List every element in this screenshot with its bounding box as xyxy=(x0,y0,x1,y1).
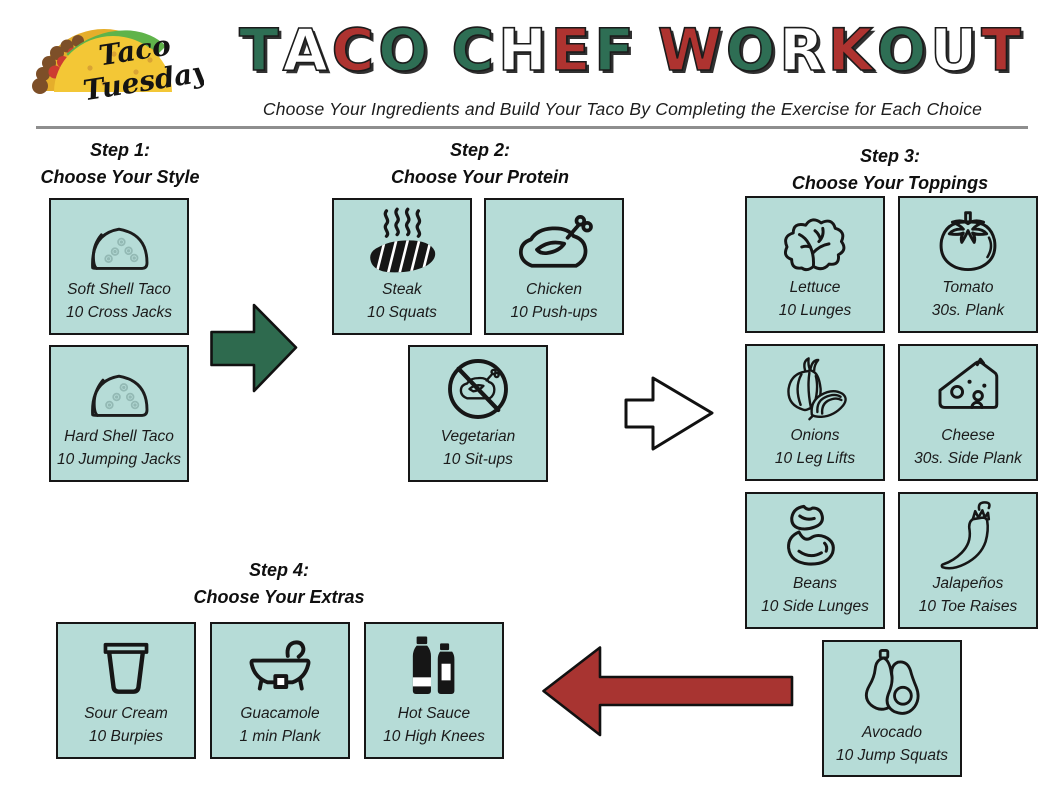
card-exercise-label: 10 Push-ups xyxy=(510,303,598,321)
card-tomato: Tomato 30s. Plank xyxy=(898,196,1038,333)
card-item-label: Vegetarian xyxy=(440,428,516,445)
card-avocado: Avocado 10 Jump Squats xyxy=(822,640,962,777)
card-beans: Beans 10 Side Lunges xyxy=(745,492,885,629)
card-exercise-label: 10 Sit-ups xyxy=(443,450,513,468)
card-exercise-label: 30s. Side Plank xyxy=(914,449,1022,467)
step4-name: Choose Your Extras xyxy=(193,587,365,607)
title-letter: O xyxy=(377,15,428,85)
title-letter: O xyxy=(876,15,927,85)
step2-label: Step 2: xyxy=(449,140,510,160)
lettuce-icon xyxy=(772,198,858,277)
taco-tuesday-logo: Taco Tuesday xyxy=(18,6,212,108)
title-letter: R xyxy=(778,15,824,85)
card-sour-cream: Sour Cream 10 Burpies xyxy=(56,622,196,759)
chicken-icon xyxy=(508,200,600,279)
card-exercise-label: 10 Lunges xyxy=(778,301,852,319)
step3-header: Step 3: Choose Your Toppings xyxy=(780,143,1000,197)
card-exercise-label: 10 High Knees xyxy=(383,727,485,745)
title-letter: E xyxy=(550,15,591,85)
guacamole-icon xyxy=(237,624,323,703)
card-item-label: Soft Shell Taco xyxy=(67,281,171,298)
card-item-label: Steak xyxy=(382,281,422,298)
title-letter: O xyxy=(725,15,776,85)
card-exercise-label: 10 Burpies xyxy=(88,727,164,745)
step2-name: Choose Your Protein xyxy=(390,167,570,187)
step3-name: Choose Your Toppings xyxy=(791,173,989,193)
title-letter: W xyxy=(657,15,723,85)
card-exercise-label: 10 Toe Raises xyxy=(918,597,1018,615)
card-exercise-label: 10 Squats xyxy=(367,303,437,321)
card-exercise-label: 1 min Plank xyxy=(239,727,321,745)
card-item-label: Avocado xyxy=(861,724,923,741)
header-divider xyxy=(36,126,1028,129)
card-item-label: Tomato xyxy=(942,279,994,296)
green-arrow-right-icon xyxy=(210,303,298,398)
card-exercise-label: 10 Side Lunges xyxy=(761,597,869,615)
jalapeno-icon xyxy=(928,494,1008,573)
no-meat-icon xyxy=(439,347,517,426)
tomato-icon xyxy=(924,198,1012,277)
steak-icon xyxy=(356,200,448,279)
step4-label: Step 4: xyxy=(248,560,309,580)
sour-cream-icon xyxy=(88,624,164,703)
title-letter: A xyxy=(282,15,328,85)
hard-shell-taco-icon xyxy=(75,347,163,426)
card-item-label: Lettuce xyxy=(789,279,841,296)
avocado-icon xyxy=(850,642,934,722)
card-onions: Onions 10 Leg Lifts xyxy=(745,344,885,481)
card-hard-shell-taco: Hard Shell Taco 10 Jumping Jacks xyxy=(49,345,189,482)
title-space xyxy=(432,6,448,94)
card-exercise-label: 10 Leg Lifts xyxy=(774,449,856,467)
card-exercise-label: 10 Jumping Jacks xyxy=(56,450,182,468)
card-chicken: Chicken 10 Push-ups xyxy=(484,198,624,335)
red-arrow-left-icon xyxy=(542,646,794,742)
cheese-icon xyxy=(925,346,1011,425)
card-item-label: Beans xyxy=(793,575,837,592)
beans-icon xyxy=(773,494,857,573)
card-item-label: Hot Sauce xyxy=(397,705,471,722)
card-item-label: Guacamole xyxy=(240,705,320,722)
step2-header: Step 2: Choose Your Protein xyxy=(370,137,590,191)
white-arrow-right-icon xyxy=(624,369,714,463)
step4-header: Step 4: Choose Your Extras xyxy=(169,557,389,611)
taco-logo-icon: Taco Tuesday xyxy=(32,29,212,107)
title-letter: H xyxy=(497,15,547,85)
card-soft-shell-taco: Soft Shell Taco 10 Cross Jacks xyxy=(49,198,189,335)
card-cheese: Cheese 30s. Side Plank xyxy=(898,344,1038,481)
soft-shell-taco-icon xyxy=(75,200,163,279)
title-letter: U xyxy=(929,15,978,85)
card-item-label: Hard Shell Taco xyxy=(64,428,174,445)
step1-name: Choose Your Style xyxy=(40,167,200,187)
card-exercise-label: 30s. Plank xyxy=(931,301,1005,319)
card-item-label: Cheese xyxy=(941,427,995,444)
card-jalapenos: Jalapeños 10 Toe Raises xyxy=(898,492,1038,629)
step1-label: Step 1: xyxy=(89,140,150,160)
card-lettuce: Lettuce 10 Lunges xyxy=(745,196,885,333)
card-guacamole: Guacamole 1 min Plank xyxy=(210,622,350,759)
title-space xyxy=(638,6,654,94)
title-letter: K xyxy=(827,15,874,85)
card-hot-sauce: Hot Sauce 10 High Knees xyxy=(364,622,504,759)
step1-header: Step 1: Choose Your Style xyxy=(10,137,230,191)
card-exercise-label: 10 Jump Squats xyxy=(835,746,948,764)
title-letter: C xyxy=(331,15,375,85)
card-vegetarian: Vegetarian 10 Sit-ups xyxy=(408,345,548,482)
card-steak: Steak 10 Squats xyxy=(332,198,472,335)
card-item-label: Chicken xyxy=(526,281,582,298)
onions-icon xyxy=(771,346,859,425)
title-letter: C xyxy=(451,15,495,85)
card-exercise-label: 10 Cross Jacks xyxy=(66,303,172,321)
workout-title: TACO CHEF WORKOUT xyxy=(200,6,1060,98)
title-letter: T xyxy=(238,15,279,85)
card-item-label: Jalapeños xyxy=(932,575,1004,592)
poster-subtitle: Choose Your Ingredients and Build Your T… xyxy=(262,99,983,119)
step3-label: Step 3: xyxy=(859,146,920,166)
title-letter: F xyxy=(593,15,634,85)
hot-sauce-icon xyxy=(396,624,472,703)
card-item-label: Sour Cream xyxy=(84,705,168,722)
card-item-label: Onions xyxy=(790,427,840,444)
title-letter: T xyxy=(980,15,1021,85)
